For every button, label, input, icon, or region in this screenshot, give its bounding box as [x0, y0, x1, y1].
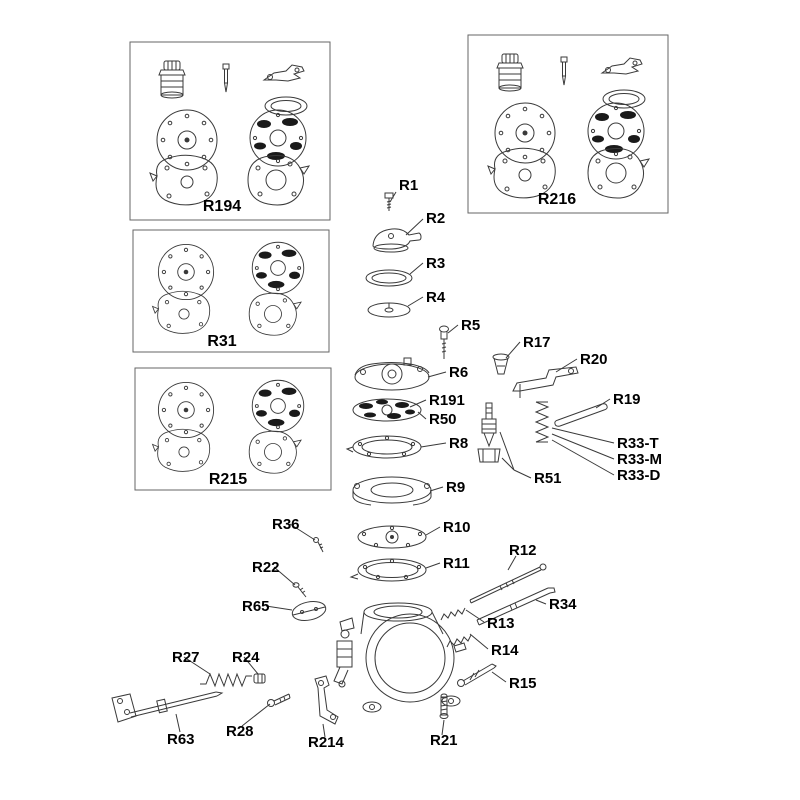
- oring-part: [602, 89, 646, 109]
- part-r21-stud: [439, 693, 449, 719]
- part-r14-spring: [446, 634, 472, 648]
- part-r4-washer: [367, 302, 411, 318]
- part-label-r24: R24: [232, 649, 260, 666]
- part-r27-spring: [200, 672, 252, 688]
- part-r11-gasket: [349, 558, 427, 582]
- part-r5-screw: [439, 325, 449, 359]
- part-r9-spacer: [352, 476, 432, 506]
- part-label-r33t: R33-T: [617, 435, 659, 452]
- part-r12-shaft: [469, 563, 547, 604]
- part-label-r19: R19: [613, 391, 641, 408]
- inlet-needle-part: [222, 63, 230, 93]
- part-label-r21: R21: [430, 732, 458, 749]
- part-label-r5: R5: [461, 317, 480, 334]
- part-label-r34: R34: [549, 596, 577, 613]
- part-label-r214: R214: [308, 734, 345, 751]
- part-label-r13: R13: [487, 615, 515, 632]
- part-label-r65: R65: [242, 598, 270, 615]
- part-label-r51: R51: [534, 470, 562, 487]
- part-r65-throttle-plate: [291, 601, 327, 621]
- part-label-r17: R17: [523, 334, 551, 351]
- part-label-r8: R8: [449, 435, 468, 452]
- part-r8-gasket: [345, 435, 422, 459]
- inlet-needle-part: [560, 56, 568, 86]
- part-r33-spring: [534, 401, 550, 443]
- kit-label-r216: R216: [538, 191, 576, 208]
- part-label-r4: R4: [426, 289, 446, 306]
- fuel-pump-cap-part: [496, 53, 524, 92]
- part-r3-ring: [365, 269, 413, 287]
- kit-box-r215: [134, 367, 332, 491]
- part-r214-bracket: [314, 675, 339, 725]
- part-r17-fitting: [492, 353, 510, 375]
- gasket-part: [152, 290, 211, 334]
- diaphragm-dark-part: [251, 241, 305, 295]
- gasket-part: [152, 428, 211, 472]
- part-r13-spring: [440, 607, 466, 621]
- part-label-r63: R63: [167, 731, 195, 748]
- part-label-r2: R2: [426, 210, 445, 227]
- oring-part: [264, 96, 308, 116]
- gasket-part: [587, 148, 650, 199]
- part-label-r3: R3: [426, 255, 445, 272]
- part-label-r27: R27: [172, 649, 200, 666]
- part-label-r33m: R33-M: [617, 451, 662, 468]
- part-r10-diaphragm: [357, 525, 427, 549]
- part-label-r12: R12: [509, 542, 537, 559]
- fuel-pump-cap-part: [158, 60, 186, 99]
- part-r15-idle-screw: [457, 663, 497, 687]
- part-r19-pin: [554, 403, 608, 427]
- part-label-r36: R36: [272, 516, 300, 533]
- part-label-r6: R6: [449, 364, 468, 381]
- part-r34-shaft: [476, 587, 556, 626]
- diaphragm-dark-part: [587, 102, 645, 160]
- part-r50-dark-diaphragm: [352, 398, 422, 422]
- part-label-r191: R191: [429, 392, 465, 409]
- part-label-r28: R28: [226, 723, 254, 740]
- kit-box-r216: [467, 34, 669, 214]
- kit-label-r31: R31: [207, 333, 236, 350]
- part-r6-upper-body: [354, 357, 430, 391]
- kit-label-r215: R215: [209, 471, 247, 488]
- kit-box-r194: [129, 41, 331, 221]
- gasket-part: [248, 430, 302, 474]
- part-label-r15: R15: [509, 675, 537, 692]
- part-label-r11: R11: [443, 555, 470, 572]
- part-label-r50: R50: [429, 411, 457, 428]
- kit-box-r31: [132, 229, 330, 353]
- part-r63-shaft-lever: [111, 691, 224, 723]
- diaphragm-dark-part: [249, 109, 307, 167]
- part-r36-screw: [313, 537, 324, 553]
- part-r20-lever: [512, 366, 579, 398]
- part-r1-screw: [384, 192, 394, 211]
- part-label-r14: R14: [491, 642, 519, 659]
- part-label-r22: R22: [252, 559, 280, 576]
- part-label-r9: R9: [446, 479, 465, 496]
- metering-lever-part: [263, 64, 305, 82]
- leader-lines: [175, 191, 615, 738]
- metering-lever-part: [601, 57, 643, 75]
- part-r22-screw: [292, 582, 307, 598]
- labels: R194 R216 R31 R215 R1 R2 R3 R4 R5 R17 R2…: [167, 177, 662, 751]
- part-r2-pump-cover: [372, 228, 422, 253]
- exploded-parts: [111, 192, 608, 725]
- part-label-r20: R20: [580, 351, 608, 368]
- part-label-r33d: R33-D: [617, 467, 661, 484]
- part-label-r10: R10: [443, 519, 471, 536]
- part-r51-needle-seat: [477, 402, 501, 463]
- part-carburetor-body: [333, 602, 467, 713]
- diaphragm-dark-part: [251, 379, 305, 433]
- gasket-part: [248, 292, 302, 336]
- part-label-r1: R1: [399, 177, 418, 194]
- part-r24-bushing: [253, 673, 266, 684]
- part-r28-screw: [267, 693, 291, 707]
- kit-label-r194: R194: [203, 198, 241, 215]
